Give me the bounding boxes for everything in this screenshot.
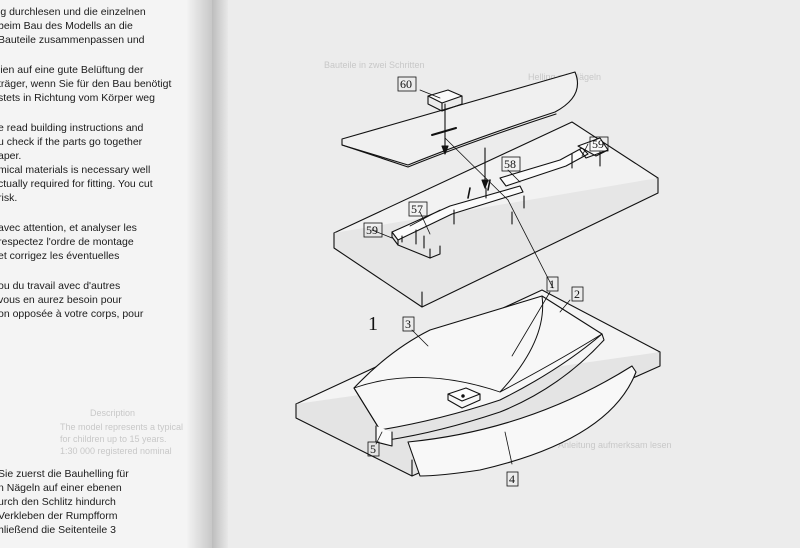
instruction-line: lien auf eine gute Belüftung der [0, 64, 144, 76]
label-58: 58 [504, 157, 516, 171]
instruction-line: urch den Schlitz hindurch [0, 496, 116, 508]
instruction-line: avec attention, et analyser les [0, 222, 137, 234]
label-2: 2 [574, 287, 580, 301]
leader-lines [371, 89, 589, 465]
instruction-line: risk. [0, 192, 18, 204]
instruction-line: mical materials is necessary well [0, 164, 151, 176]
instruction-line: u check if the parts go together [0, 136, 143, 148]
hull-shell [353, 295, 605, 447]
instruction-line: Verkleben der Rumpfform [0, 510, 118, 522]
ghost-text: Anleitung aufmerksam lesen [558, 440, 672, 450]
label-59-right: 59 [592, 137, 604, 151]
ghost-text: Bauteile in zwei Schritten [324, 60, 425, 70]
instruction-line: n Nägeln auf einer ebenen [0, 482, 122, 494]
ghost-text: The model represents a typical [60, 422, 184, 432]
label-3: 3 [405, 317, 411, 331]
ghost-text: for children up to 15 years. [60, 434, 167, 444]
instruction-line: vous en aurez besoin pour [0, 294, 122, 306]
label-5: 5 [370, 442, 376, 456]
assembly-arrows [441, 103, 489, 189]
instruction-line: e read building instructions and [0, 122, 144, 134]
instruction-line: ou du travail avec d'autres [0, 280, 121, 292]
label-59-left: 59 [366, 223, 378, 237]
left-page: ig durchlesen und die einzelnen beim Bau … [0, 0, 212, 548]
instruction-line: stets in Richtung vom Körper weg [0, 92, 155, 104]
instruction-line: respectez l'ordre de montage [0, 236, 134, 248]
instruction-line: aper. [0, 150, 22, 162]
deck-panel-60 [341, 71, 579, 168]
step-number: 1 [368, 313, 378, 335]
instruction-line: on opposée à votre corps, pour [0, 308, 144, 320]
instruction-line: hließend die Seitenteile 3 [0, 524, 116, 536]
label-57: 57 [411, 202, 423, 216]
instruction-line: Bauteile zusammenpassen und [0, 34, 145, 46]
instruction-line: ig durchlesen und die einzelnen [0, 6, 146, 18]
slipway-board [333, 121, 659, 308]
instruction-line: et corrigez les éventuelles [0, 250, 120, 262]
part-labels: 60 59 58 57 59 1 2 3 5 4 1 [363, 76, 609, 487]
instruction-line: träger, wenn Sie für den Bau benötigt [0, 78, 172, 90]
instruction-line: Sie zuerst die Bauhelling für [0, 468, 129, 480]
label-60: 60 [400, 77, 412, 91]
ghost-text: 1:30 000 registered nominal [60, 446, 172, 456]
side-panel-4 [407, 365, 637, 477]
instruction-line: ctually required for fitting. You cut [0, 178, 153, 190]
label-1: 1 [549, 277, 555, 291]
label-4: 4 [509, 472, 515, 486]
ghost-text: Description [90, 408, 136, 418]
instruction-line: beim Bau des Modells an die [0, 20, 133, 32]
book-gutter [212, 0, 228, 548]
page-curl-shadow [186, 0, 212, 548]
